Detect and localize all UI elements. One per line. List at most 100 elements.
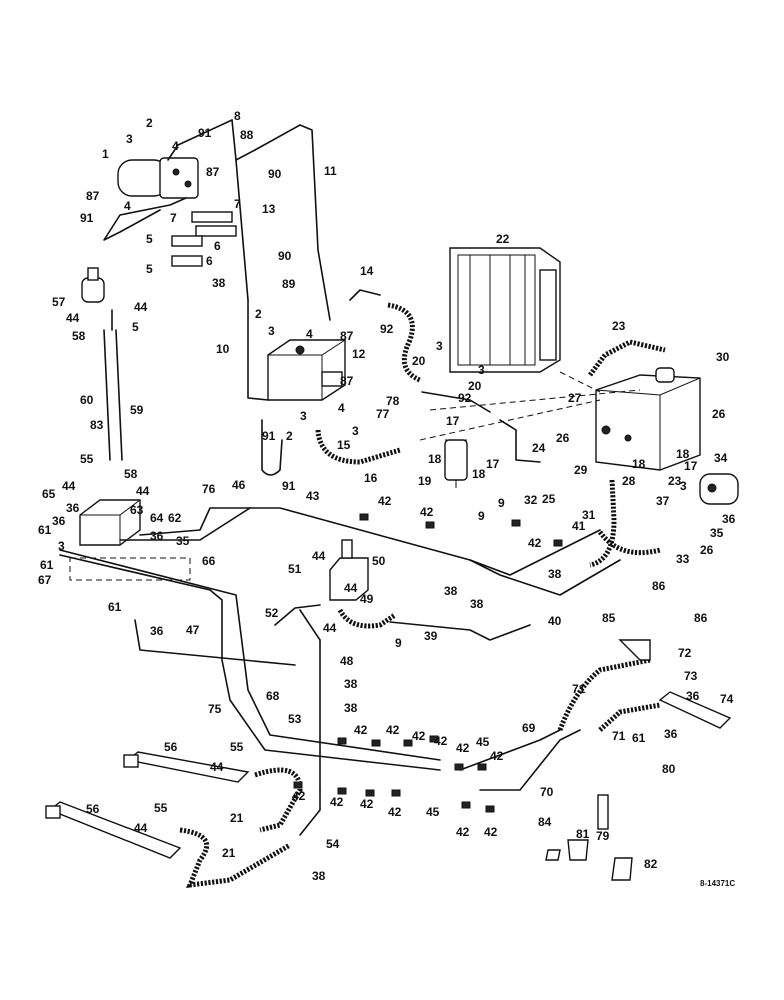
hose-21-upper xyxy=(254,767,303,833)
hose-16 xyxy=(315,429,401,465)
callout-38d: 38 xyxy=(548,567,562,581)
callout-4d: 4 xyxy=(338,401,345,415)
callout-26b: 26 xyxy=(556,431,570,445)
callout-39: 39 xyxy=(424,629,438,643)
callout-3b: 3 xyxy=(268,324,275,338)
callout-57: 57 xyxy=(52,295,66,309)
callout-3: 3 xyxy=(126,132,133,146)
callout-91c: 91 xyxy=(262,429,276,443)
callout-24: 24 xyxy=(532,441,546,455)
callout-87d: 87 xyxy=(340,374,354,388)
callout-71: 71 xyxy=(572,682,586,696)
callout-72: 72 xyxy=(678,646,692,660)
callout-80: 80 xyxy=(662,762,676,776)
line-69 xyxy=(459,729,561,771)
callout-42b: 42 xyxy=(420,505,434,519)
callout-86b: 86 xyxy=(694,611,708,625)
callout-29: 29 xyxy=(574,463,588,477)
callout-1: 1 xyxy=(102,147,109,161)
callout-61c: 61 xyxy=(108,600,122,614)
callout-55b: 55 xyxy=(154,801,168,815)
callout-38e: 38 xyxy=(344,677,358,691)
callout-61: 61 xyxy=(38,523,52,537)
callout-3h: 3 xyxy=(58,539,65,553)
callout-36d: 36 xyxy=(150,624,164,638)
callout-68: 68 xyxy=(266,689,280,703)
hose-31 xyxy=(589,479,617,568)
callout-67: 67 xyxy=(38,573,52,587)
callout-46: 46 xyxy=(232,478,246,492)
callout-74: 74 xyxy=(720,692,734,706)
callout-2c: 2 xyxy=(286,429,293,443)
mounting-brackets xyxy=(171,211,237,267)
u-line xyxy=(261,419,283,476)
callout-52: 52 xyxy=(265,606,279,620)
callout-42k: 42 xyxy=(330,795,344,809)
callout-4c: 4 xyxy=(306,327,313,341)
callout-33: 33 xyxy=(676,552,690,566)
line-92b xyxy=(421,391,491,413)
callout-12: 12 xyxy=(352,347,366,361)
callout-14: 14 xyxy=(360,264,374,278)
callout-18d: 18 xyxy=(676,447,690,461)
callout-21b: 21 xyxy=(222,846,236,860)
callout-18: 18 xyxy=(428,452,442,466)
lift-cylinder-upper xyxy=(123,751,250,783)
callout-36f: 36 xyxy=(664,727,678,741)
callout-87b: 87 xyxy=(86,189,100,203)
clamp-fittings xyxy=(293,513,563,813)
callout-84: 84 xyxy=(538,815,552,829)
callout-51: 51 xyxy=(288,562,302,576)
callout-70: 70 xyxy=(540,785,554,799)
callout-38g: 38 xyxy=(312,869,326,883)
callout-20b: 20 xyxy=(468,379,482,393)
callout-81: 81 xyxy=(576,827,590,841)
callout-42f: 42 xyxy=(412,729,426,743)
callout-56b: 56 xyxy=(86,802,100,816)
callout-42e: 42 xyxy=(386,723,400,737)
callout-63: 63 xyxy=(130,503,144,517)
bracket-85 xyxy=(618,639,651,661)
callout-92b: 92 xyxy=(458,391,472,405)
line-35 xyxy=(119,507,251,541)
callout-89: 89 xyxy=(282,277,296,291)
callout-86: 86 xyxy=(652,579,666,593)
callout-21: 21 xyxy=(230,811,244,825)
callout-42j: 42 xyxy=(292,789,306,803)
callout-22: 22 xyxy=(496,232,510,246)
hose-49 xyxy=(337,608,397,629)
callout-10: 10 xyxy=(216,342,230,356)
callout-9b: 9 xyxy=(478,509,485,523)
callout-42i: 42 xyxy=(490,749,504,763)
callout-5: 5 xyxy=(146,232,153,246)
callout-9: 9 xyxy=(498,496,505,510)
callout-42o: 42 xyxy=(484,825,498,839)
callout-3d: 3 xyxy=(436,339,443,353)
callout-6: 6 xyxy=(214,239,221,253)
callout-69: 69 xyxy=(522,721,536,735)
callout-38c: 38 xyxy=(470,597,484,611)
line-68 xyxy=(59,549,441,761)
callout-48: 48 xyxy=(340,654,354,668)
callout-40: 40 xyxy=(548,614,562,628)
callout-9c: 9 xyxy=(395,636,402,650)
callout-35: 35 xyxy=(710,526,724,540)
callout-26c: 26 xyxy=(700,543,714,557)
oil-cooler xyxy=(449,247,561,373)
bracket-79 xyxy=(597,794,609,830)
callout-23: 23 xyxy=(612,319,626,333)
callout-44b: 44 xyxy=(66,311,80,325)
callout-labels: 1 2 2 2 3 3 3 3 3 3 3 3 4 4 4 4 5 5 5 6 … xyxy=(38,109,736,883)
callout-31: 31 xyxy=(582,508,596,522)
callout-44c: 44 xyxy=(62,479,76,493)
callout-60: 60 xyxy=(80,393,94,407)
callout-49: 49 xyxy=(360,592,374,606)
callout-53: 53 xyxy=(288,712,302,726)
callout-50: 50 xyxy=(372,554,386,568)
callout-83: 83 xyxy=(90,418,104,432)
auxiliary-pump xyxy=(699,473,739,505)
callout-55: 55 xyxy=(230,740,244,754)
callout-44: 44 xyxy=(134,300,148,314)
callout-5b: 5 xyxy=(146,262,153,276)
